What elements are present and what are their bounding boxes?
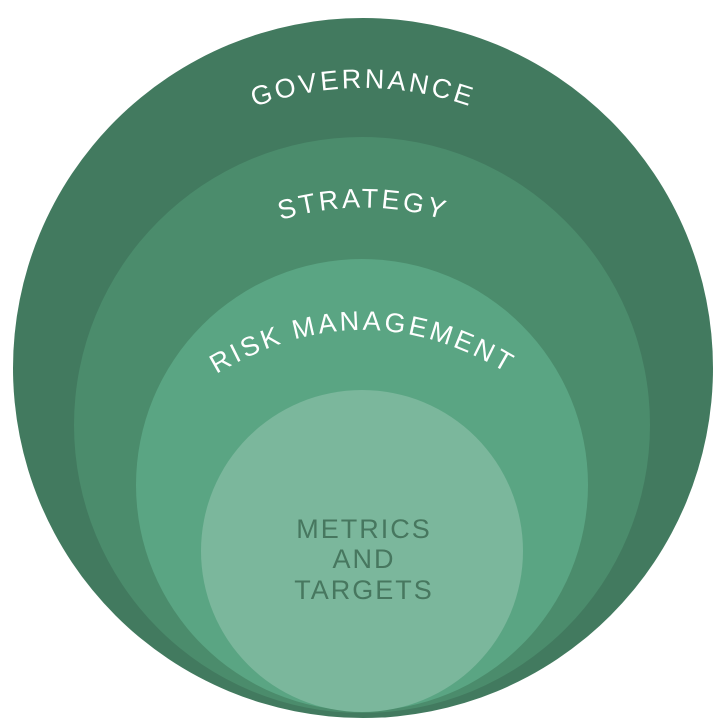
and-label: AND: [332, 544, 395, 574]
metrics-and-targets-circle: [201, 390, 523, 712]
targets-label: TARGETS: [294, 575, 434, 605]
metrics-label: METRICS: [296, 514, 432, 544]
